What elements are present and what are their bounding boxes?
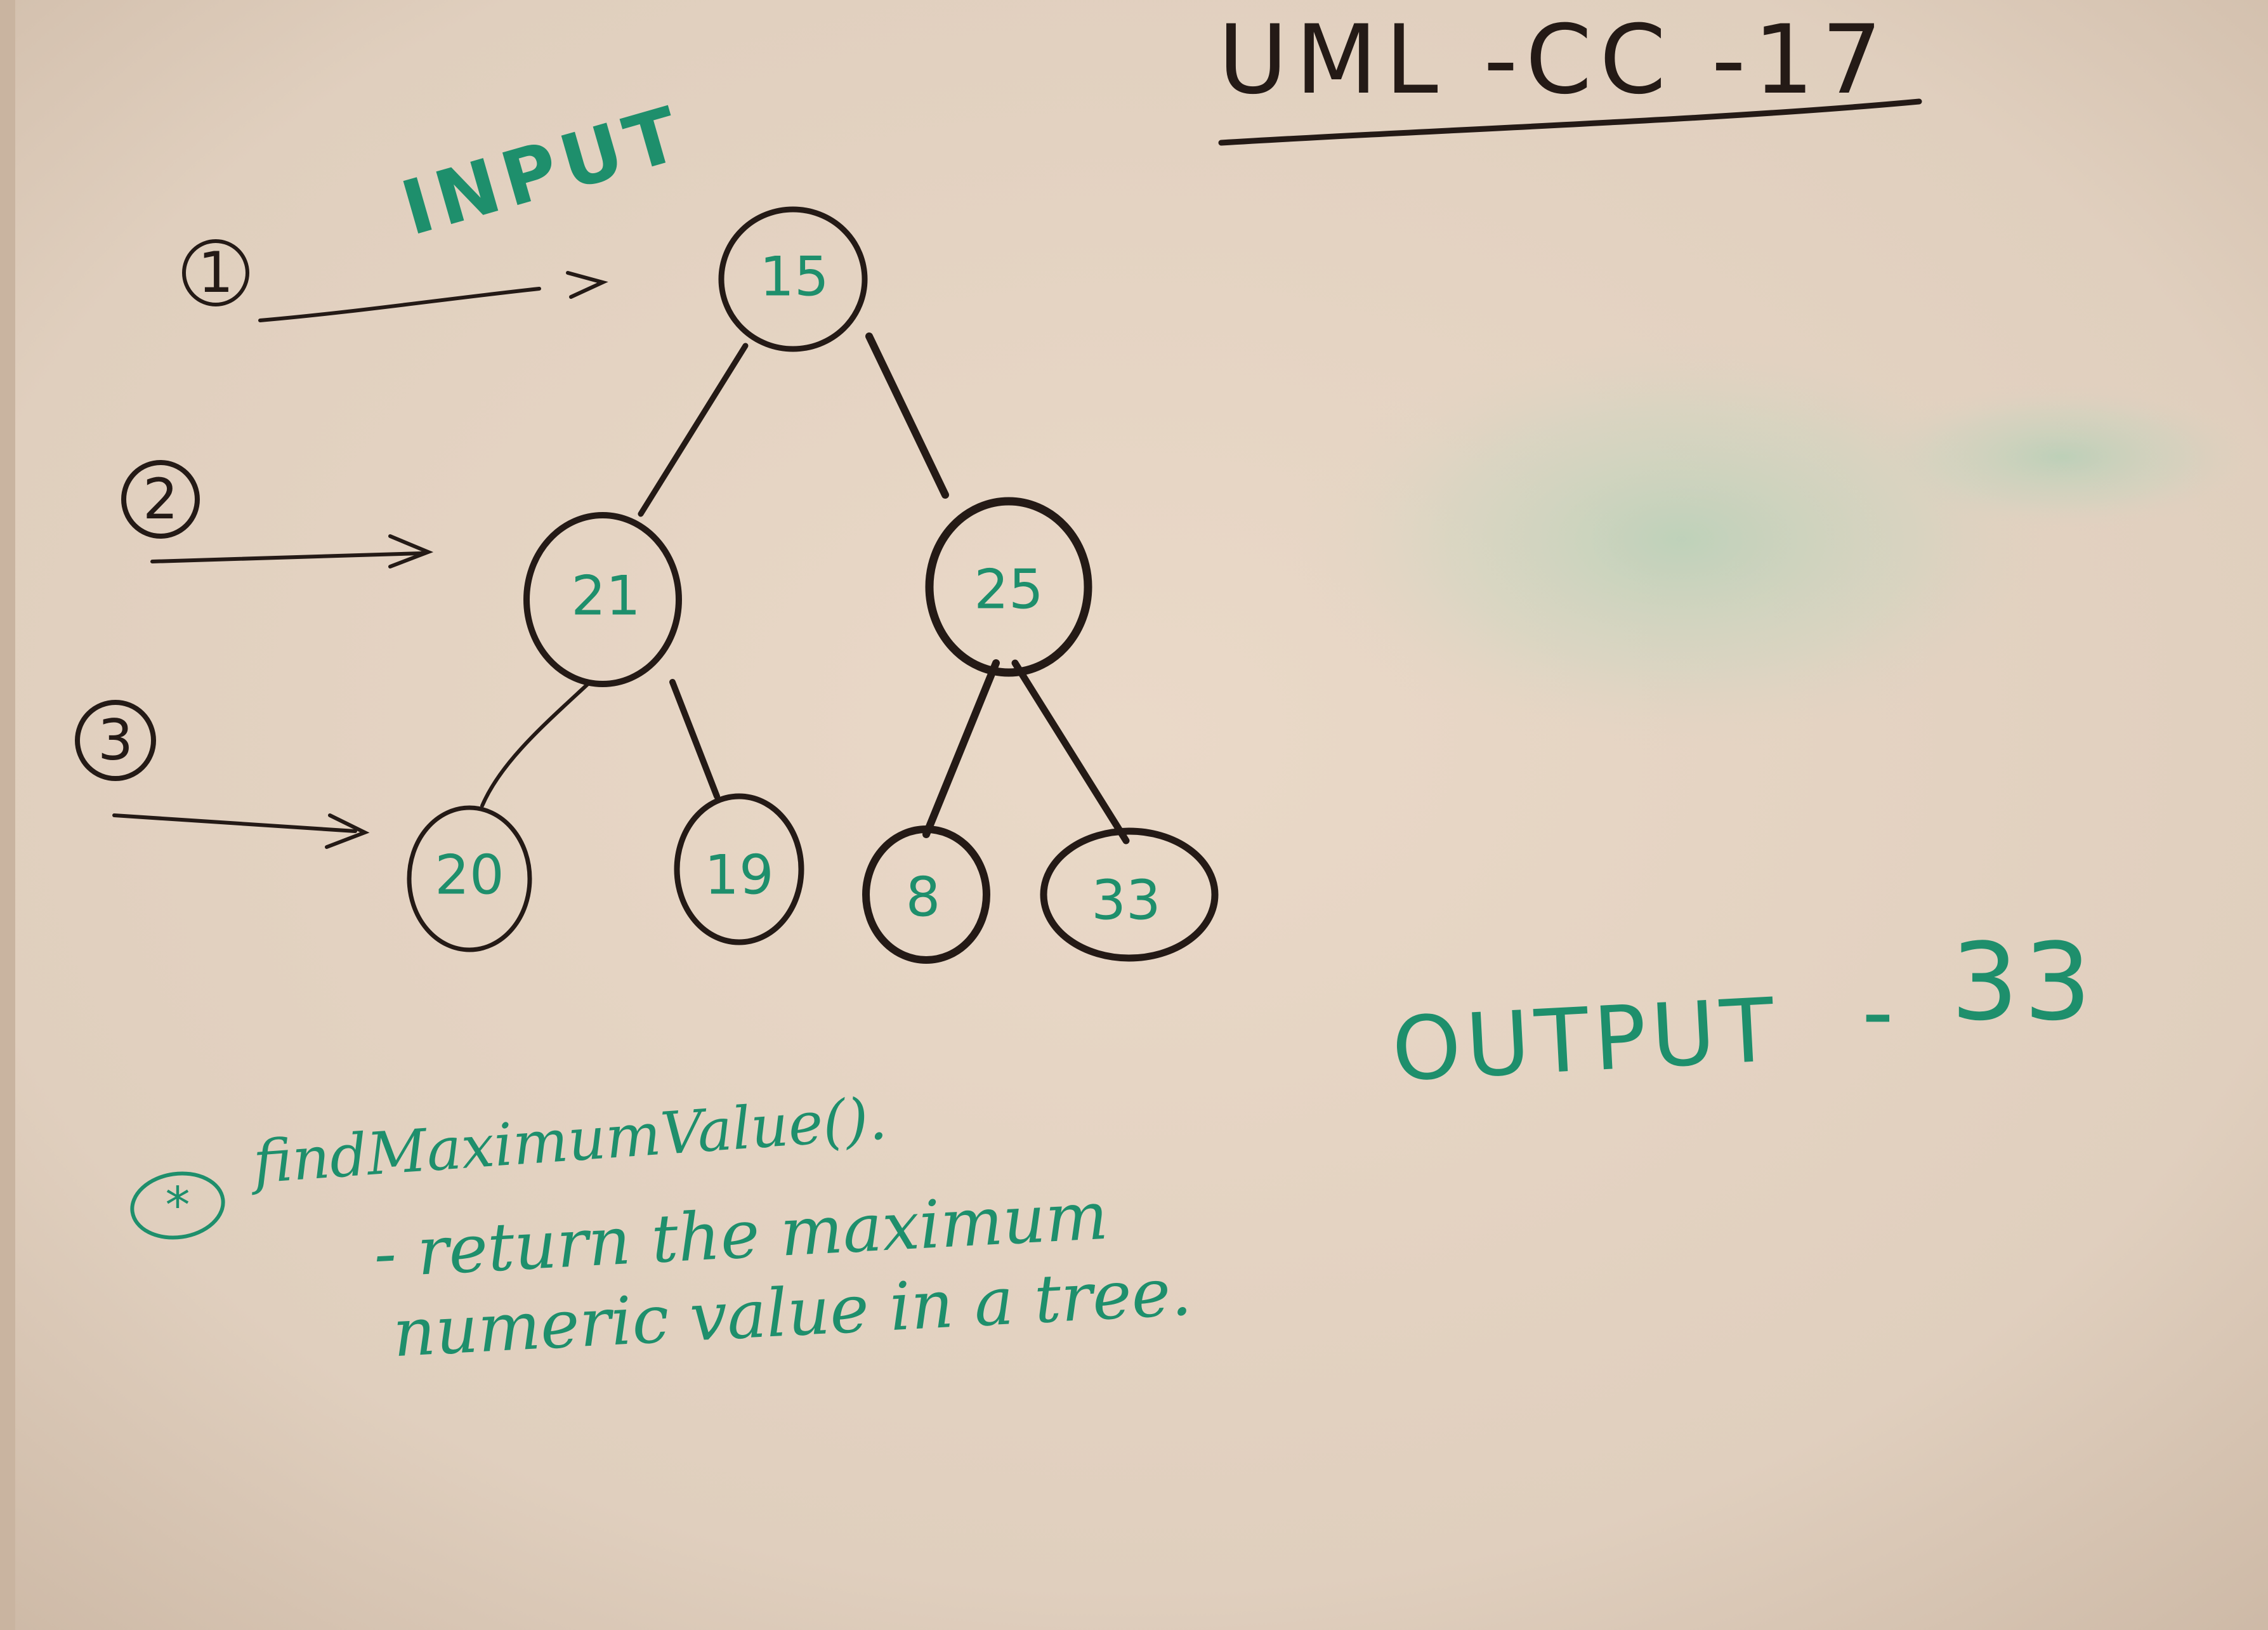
page-title: UML -CC -17 (1218, 5, 1890, 115)
node-value: 19 (704, 843, 773, 907)
eraser-smudge (1859, 381, 2265, 533)
tree-node-right-left: 8 (862, 825, 990, 964)
tree-node-left-right: 19 (674, 793, 804, 945)
level-number: 2 (143, 466, 178, 532)
output-value: 33 (1951, 920, 2097, 1044)
node-value: 33 (1091, 869, 1160, 932)
eraser-smudge (1288, 324, 2075, 755)
note-bullet: * (166, 1177, 190, 1234)
tree-edges (480, 332, 1130, 845)
edge-21-20 (480, 680, 592, 808)
tree-node-left-left: 20 (407, 805, 532, 952)
level-arrow-2 (150, 534, 434, 569)
tree-node-left: 21 (523, 512, 682, 687)
level-marker-1: 1 (182, 239, 249, 306)
level-marker-2: 2 (121, 460, 200, 539)
level-number: 3 (98, 707, 133, 773)
tree-node-root: 15 (718, 206, 868, 352)
node-value: 20 (435, 843, 504, 907)
node-value: 25 (974, 558, 1043, 621)
level-arrow-1 (258, 271, 608, 322)
title-underline (1218, 98, 1922, 146)
edge-25-8 (922, 659, 1000, 838)
node-value: 15 (759, 245, 829, 308)
tree-node-right: 25 (925, 497, 1092, 677)
level-arrow-3 (112, 813, 370, 849)
output-separator: - (1862, 961, 1899, 1063)
edge-25-33 (1011, 659, 1130, 845)
output-label: OUTPUT (1389, 979, 1781, 1101)
node-value: 21 (571, 564, 640, 628)
output: OUTPUT - 33 (1389, 920, 2097, 1101)
tree-node-right-right: 33 (1040, 827, 1219, 962)
edge-15-21 (638, 343, 749, 517)
level-number: 1 (198, 240, 233, 305)
node-value: 8 (906, 865, 941, 929)
edge-21-19 (669, 679, 720, 799)
edge-15-25 (865, 332, 949, 499)
board-edge (0, 0, 15, 1630)
level-marker-3: 3 (75, 700, 156, 781)
